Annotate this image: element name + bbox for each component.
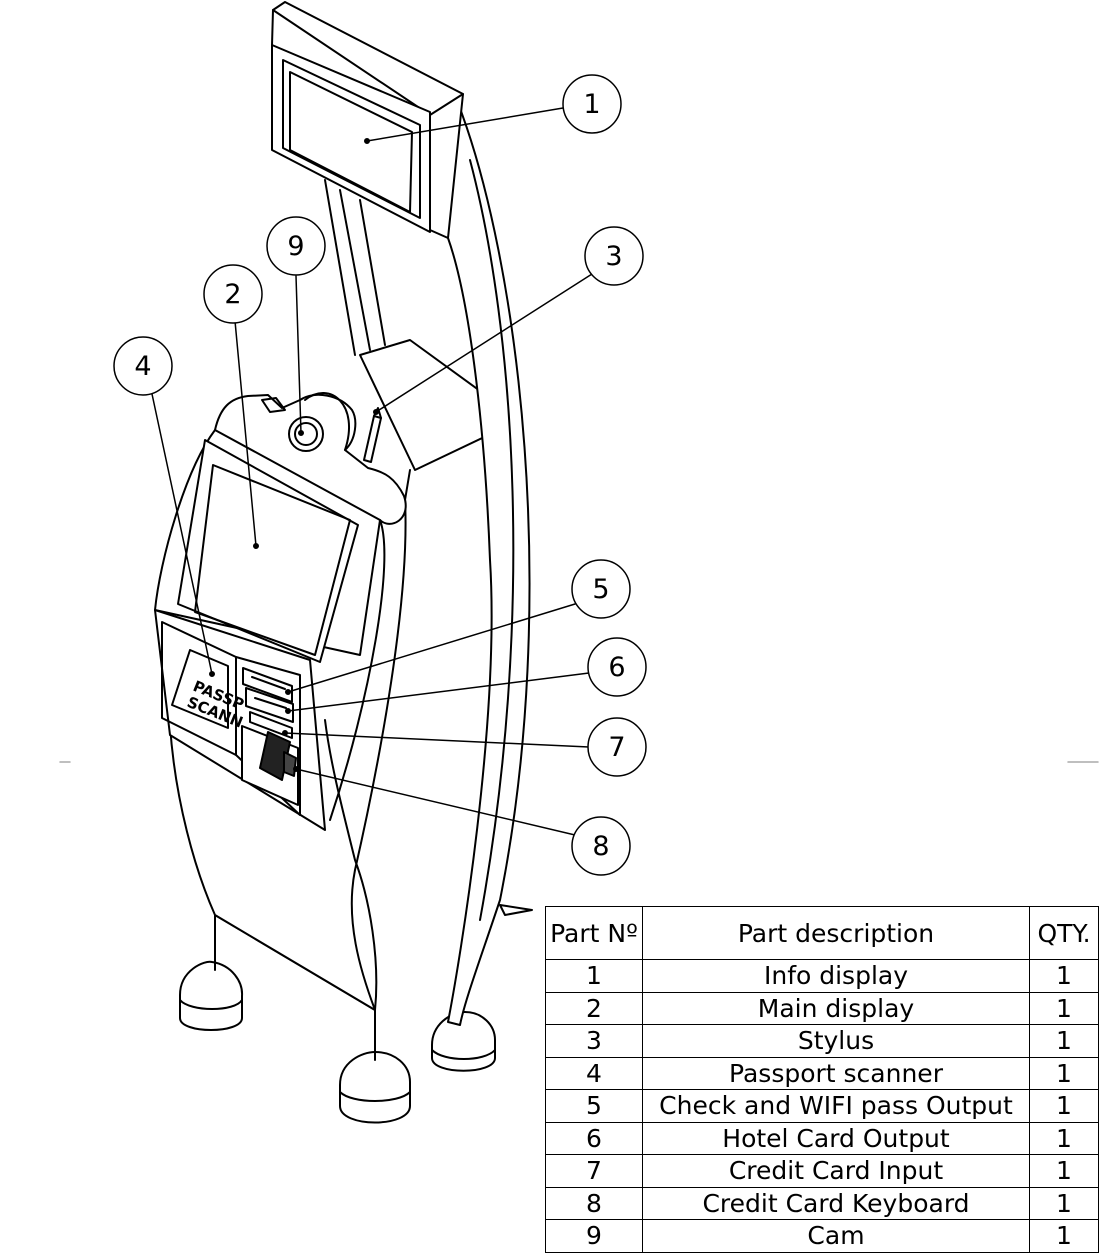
part-no-cell: 4 xyxy=(545,1056,643,1090)
part-description-cell: Credit Card Keyboard xyxy=(642,1186,1030,1220)
callout-number: 8 xyxy=(592,831,609,862)
kiosk-foot-left xyxy=(179,960,244,1031)
callout-9: 9 xyxy=(266,216,326,276)
leader-lines xyxy=(151,107,593,836)
parts-table: Part Nº Part description QTY. 1 Info dis… xyxy=(545,906,1099,1253)
table-row: 9 Cam 1 xyxy=(545,1219,1099,1253)
callout-1: 1 xyxy=(562,74,622,134)
table-row: 1 Info display 1 xyxy=(545,959,1099,993)
table-row: 5 Check and WIFI pass Output 1 xyxy=(545,1089,1099,1123)
part-no-cell: 7 xyxy=(545,1154,643,1188)
callout-number: 2 xyxy=(224,279,241,310)
leader-line-9 xyxy=(295,275,302,434)
callout-number: 7 xyxy=(608,732,625,763)
kiosk-front-side xyxy=(329,499,407,1011)
leader-line-1 xyxy=(366,107,564,142)
kiosk-foot-center xyxy=(339,1051,411,1124)
table-row: 3 Stylus 1 xyxy=(545,1024,1099,1058)
qty-cell: 1 xyxy=(1029,1089,1099,1123)
cam xyxy=(288,416,324,452)
qty-cell: 1 xyxy=(1029,1121,1099,1155)
callout-3: 3 xyxy=(584,226,644,286)
part-no-cell: 5 xyxy=(545,1089,643,1123)
part-description-cell: Stylus xyxy=(642,1024,1030,1058)
header-qty: QTY. xyxy=(1029,906,1099,960)
leader-line-7 xyxy=(284,732,590,748)
parts-table-header: Part Nº Part description QTY. xyxy=(545,906,1099,960)
table-row: 2 Main display 1 xyxy=(545,991,1099,1025)
main-display xyxy=(177,439,359,663)
callout-number: 1 xyxy=(583,89,600,120)
part-no-cell: 8 xyxy=(545,1186,643,1220)
part-no-cell: 3 xyxy=(545,1024,643,1058)
leader-line-6 xyxy=(287,672,590,712)
qty-cell: 1 xyxy=(1029,1056,1099,1090)
header-part-no: Part Nº xyxy=(545,906,643,960)
kiosk-kickplate xyxy=(499,904,533,916)
credit-card-keyboard xyxy=(241,725,299,806)
qty-cell: 1 xyxy=(1029,1219,1099,1253)
callout-2: 2 xyxy=(203,264,263,324)
qty-cell: 1 xyxy=(1029,1154,1099,1188)
table-row: 4 Passport scanner 1 xyxy=(545,1056,1099,1090)
part-description-cell: Credit Card Input xyxy=(642,1154,1030,1188)
qty-cell: 1 xyxy=(1029,991,1099,1025)
part-description-cell: Info display xyxy=(642,959,1030,993)
hotel-card-output xyxy=(245,687,294,723)
part-no-cell: 2 xyxy=(545,991,643,1025)
part-description-cell: Passport scanner xyxy=(642,1056,1030,1090)
qty-cell: 1 xyxy=(1029,959,1099,993)
callout-4: 4 xyxy=(113,336,173,396)
header-part-description: Part description xyxy=(642,906,1030,960)
kiosk-body: PASSP SCANN xyxy=(154,1,533,1124)
callout-balloons: 1 2 3 4 5 6 7 8 xyxy=(113,74,647,876)
part-description-cell: Cam xyxy=(642,1219,1030,1253)
leader-line-5 xyxy=(287,603,576,693)
callout-number: 6 xyxy=(608,652,625,683)
part-description-cell: Hotel Card Output xyxy=(642,1121,1030,1155)
kiosk-head-mount xyxy=(261,397,286,413)
table-row: 7 Credit Card Input 1 xyxy=(545,1154,1099,1188)
callout-5: 5 xyxy=(571,559,631,619)
callout-6: 6 xyxy=(587,637,647,697)
callout-8: 8 xyxy=(571,816,631,876)
kiosk-foot-right xyxy=(431,1011,496,1072)
callout-number: 9 xyxy=(287,231,304,262)
table-row: 8 Credit Card Keyboard 1 xyxy=(545,1186,1099,1220)
info-display-mast xyxy=(324,179,386,356)
part-description-cell: Main display xyxy=(642,991,1030,1025)
callout-number: 4 xyxy=(134,351,151,382)
info-display xyxy=(271,1,464,239)
qty-cell: 1 xyxy=(1029,1186,1099,1220)
part-description-cell: Check and WIFI pass Output xyxy=(642,1089,1030,1123)
table-row: 6 Hotel Card Output 1 xyxy=(545,1121,1099,1155)
part-no-cell: 1 xyxy=(545,959,643,993)
stylus xyxy=(363,407,382,463)
callout-number: 3 xyxy=(605,241,622,272)
callout-number: 5 xyxy=(592,574,609,605)
leader-line-3 xyxy=(375,273,593,413)
kiosk-curved-panel xyxy=(447,97,531,1026)
callout-7: 7 xyxy=(587,717,647,777)
part-no-cell: 6 xyxy=(545,1121,643,1155)
leader-line-2 xyxy=(234,320,257,547)
qty-cell: 1 xyxy=(1029,1024,1099,1058)
leader-line-8 xyxy=(295,768,576,836)
leader-line-4 xyxy=(151,393,213,675)
part-no-cell: 9 xyxy=(545,1219,643,1253)
